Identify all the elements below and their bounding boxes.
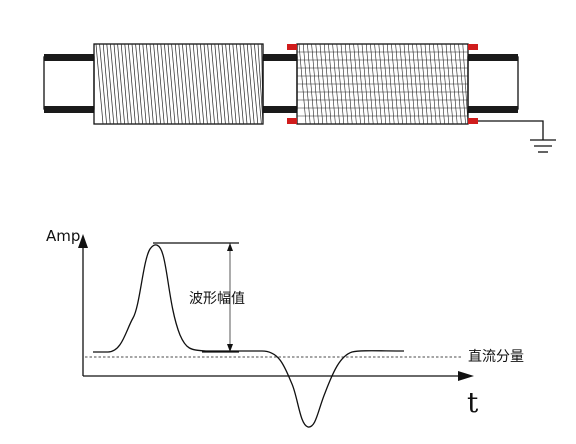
coil-left-winding [110, 43, 118, 125]
coil-left-winding [171, 43, 179, 125]
coil-left-winding [164, 43, 172, 125]
coil-left-winding [102, 43, 111, 125]
amplitude-label: 波形幅值 [189, 291, 245, 307]
coil-left-winding [153, 43, 161, 125]
coil-left-winding [203, 43, 212, 125]
pipe-middle [262, 54, 298, 113]
coil-left-winding [214, 43, 223, 125]
dc-component-label: 直流分量 [468, 348, 524, 365]
coil-left-winding [146, 43, 154, 125]
coil-left-winding [99, 43, 107, 125]
coil-left-winding [250, 43, 259, 125]
coil-left-winding [196, 43, 205, 125]
x-axis-arrow-icon [458, 371, 474, 381]
coil-left-winding [228, 43, 237, 125]
coil-left-winding [232, 43, 241, 125]
coil-left-winding [160, 43, 169, 125]
coil-left-winding [135, 43, 143, 125]
terminal-top-left [287, 44, 297, 50]
coil-left-winding [167, 43, 176, 125]
coil-left-winding [156, 43, 165, 125]
coil-left-winding [117, 43, 125, 125]
y-axis-arrow-icon [78, 234, 88, 248]
coil-left-winding [210, 43, 219, 125]
coil-left-winding [106, 43, 115, 125]
coil-left-winding [113, 43, 122, 125]
coil-left-winding [185, 43, 194, 125]
coil-left-winding [178, 43, 187, 125]
coil-left-winding [246, 43, 255, 125]
pipe-right [467, 54, 519, 113]
coil-left-winding [192, 43, 201, 125]
waveform-curve [93, 244, 405, 428]
coil-left-winding [239, 43, 248, 125]
coil-left-winding [128, 43, 136, 125]
amplitude-arrow-up-icon [227, 243, 233, 251]
coil-left-winding [142, 43, 151, 125]
terminal-bottom-left [287, 118, 297, 124]
coil-left-winding [149, 43, 158, 125]
coil-left [93, 43, 264, 125]
coil-left-winding [236, 43, 244, 125]
terminal-top-right [468, 44, 478, 50]
waveform-plot: Amp t 波形幅值 直流分量 [46, 227, 524, 428]
coil-left-winding [182, 43, 190, 125]
terminal-bottom-right [468, 118, 478, 124]
x-axis-label: t [467, 386, 479, 419]
coil-left-winding [131, 43, 140, 125]
coil-left-winding [200, 43, 208, 125]
coil-left-winding [207, 43, 215, 125]
coil-left-winding [257, 43, 264, 125]
coil-left-winding [221, 43, 230, 125]
ground-icon [478, 120, 556, 153]
pipe-left [43, 54, 95, 113]
coil-left-winding [243, 43, 251, 125]
cable-assembly [43, 43, 556, 153]
amplitude-arrow-down-icon [227, 344, 233, 352]
coil-left-winding [138, 43, 147, 125]
coil-right [296, 43, 469, 125]
coil-left-winding [174, 43, 183, 125]
coil-left-winding [124, 43, 133, 125]
coil-left-winding [225, 43, 233, 125]
coil-left-winding [218, 43, 226, 125]
coil-left-winding [120, 43, 129, 125]
y-axis-label: Amp [46, 227, 80, 245]
coil-left-winding [189, 43, 197, 125]
coil-left-winding [95, 43, 104, 125]
coil-left-winding [261, 43, 264, 125]
coil-left-winding [254, 43, 262, 125]
